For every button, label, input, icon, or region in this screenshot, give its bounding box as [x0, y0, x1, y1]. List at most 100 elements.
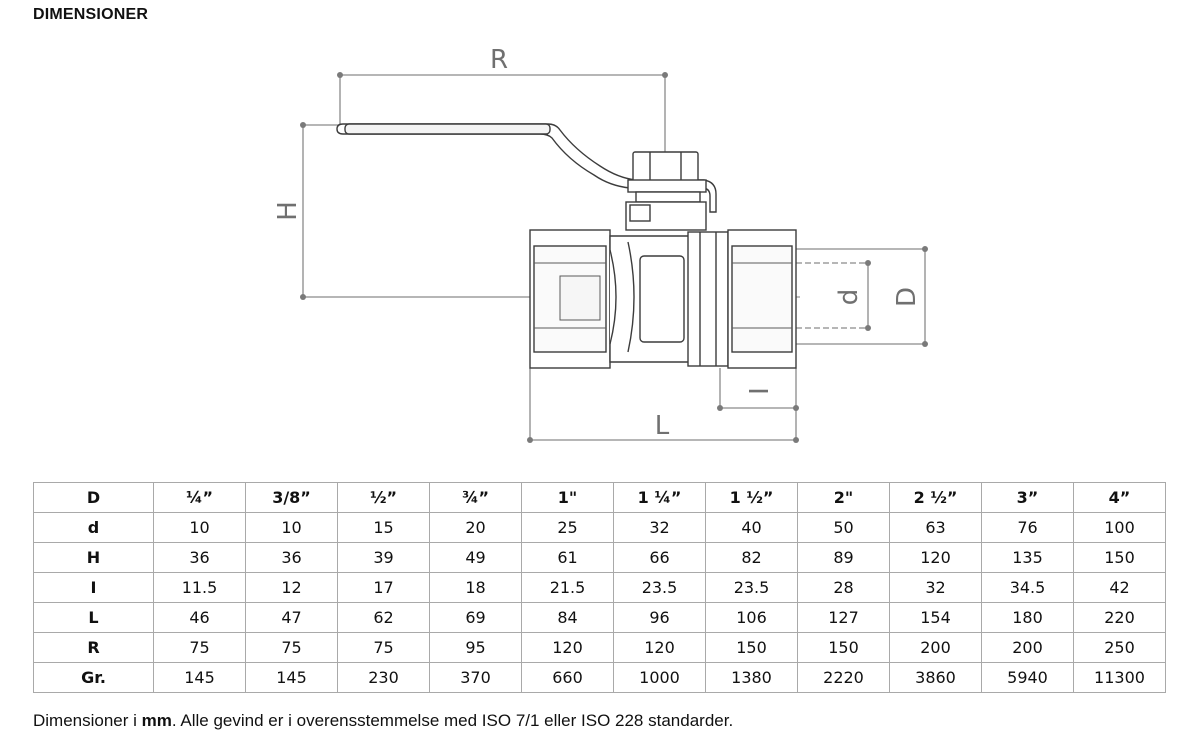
- table-cell: 50: [797, 512, 890, 543]
- header-cell: ¼”: [153, 482, 246, 513]
- table-cell: 220: [1073, 602, 1166, 633]
- table-cell: 127: [797, 602, 890, 633]
- table-cell: 150: [797, 632, 890, 663]
- table-cell: 63: [889, 512, 982, 543]
- table-cell: 106: [705, 602, 798, 633]
- table-cell: 250: [1073, 632, 1166, 663]
- table-cell: 32: [613, 512, 706, 543]
- header-cell: ½”: [337, 482, 430, 513]
- table-cell: 1000: [613, 662, 706, 693]
- table-cell: 49: [429, 542, 522, 573]
- table-row: Gr. 145 145 230 370 660 1000 1380 2220 3…: [33, 662, 1166, 693]
- table-cell: 75: [245, 632, 338, 663]
- table-cell: 180: [981, 602, 1074, 633]
- header-cell: 2": [797, 482, 890, 513]
- header-cell: 1": [521, 482, 614, 513]
- row-label: d: [33, 512, 154, 543]
- table-header-row: D ¼” 3/8” ½” ¾” 1" 1 ¼” 1 ½” 2" 2 ½” 3” …: [33, 482, 1166, 513]
- table-cell: 145: [245, 662, 338, 693]
- table-cell: 18: [429, 572, 522, 603]
- table-cell: 95: [429, 632, 522, 663]
- table-cell: 12: [245, 572, 338, 603]
- table-cell: 28: [797, 572, 890, 603]
- table-cell: 15: [337, 512, 430, 543]
- table-cell: 200: [981, 632, 1074, 663]
- table-cell: 25: [521, 512, 614, 543]
- table-cell: 150: [705, 632, 798, 663]
- header-cell: D: [33, 482, 154, 513]
- table-cell: 20: [429, 512, 522, 543]
- header-cell: 4”: [1073, 482, 1166, 513]
- table-cell: 120: [613, 632, 706, 663]
- table-cell: 75: [337, 632, 430, 663]
- table-cell: 135: [981, 542, 1074, 573]
- table-cell: 10: [245, 512, 338, 543]
- table-row: L 46 47 62 69 84 96 106 127 154 180 220: [33, 602, 1166, 633]
- label-H: H: [273, 201, 303, 221]
- table-cell: 100: [1073, 512, 1166, 543]
- page-heading: DIMENSIONER: [33, 6, 149, 23]
- table-cell: 82: [705, 542, 798, 573]
- footnote: Dimensioner i mm. Alle gevind er i overe…: [33, 711, 733, 731]
- table-row: I 11.5 12 17 18 21.5 23.5 23.5 28 32 34.…: [33, 572, 1166, 603]
- table-cell: 42: [1073, 572, 1166, 603]
- label-I: I: [745, 387, 775, 395]
- table-cell: 200: [889, 632, 982, 663]
- row-label: L: [33, 602, 154, 633]
- table-cell: 17: [337, 572, 430, 603]
- table-cell: 370: [429, 662, 522, 693]
- table-cell: 36: [245, 542, 338, 573]
- table-cell: 150: [1073, 542, 1166, 573]
- table-cell: 11300: [1073, 662, 1166, 693]
- table-cell: 21.5: [521, 572, 614, 603]
- valve-drawing: R H d D I L: [273, 45, 928, 443]
- table-cell: 5940: [981, 662, 1074, 693]
- table-cell: 46: [153, 602, 246, 633]
- table-cell: 154: [889, 602, 982, 633]
- dimensions-table: D ¼” 3/8” ½” ¾” 1" 1 ¼” 1 ½” 2" 2 ½” 3” …: [33, 482, 1166, 693]
- table-cell: 39: [337, 542, 430, 573]
- table-cell: 84: [521, 602, 614, 633]
- label-R: R: [490, 45, 508, 75]
- table-cell: 61: [521, 542, 614, 573]
- table-row: H 36 36 39 49 61 66 82 89 120 135 150: [33, 542, 1166, 573]
- table-cell: 36: [153, 542, 246, 573]
- table-cell: 75: [153, 632, 246, 663]
- table-cell: 230: [337, 662, 430, 693]
- row-label: H: [33, 542, 154, 573]
- table-cell: 145: [153, 662, 246, 693]
- table-row: R 75 75 75 95 120 120 150 150 200 200 25…: [33, 632, 1166, 663]
- table-cell: 23.5: [613, 572, 706, 603]
- table-cell: 40: [705, 512, 798, 543]
- table-cell: 120: [889, 542, 982, 573]
- table-cell: 2220: [797, 662, 890, 693]
- table-cell: 69: [429, 602, 522, 633]
- label-d: d: [834, 289, 864, 306]
- header-cell: 1 ½”: [705, 482, 798, 513]
- table-cell: 76: [981, 512, 1074, 543]
- table-cell: 120: [521, 632, 614, 663]
- header-cell: 3/8”: [245, 482, 338, 513]
- header-cell: ¾”: [429, 482, 522, 513]
- footnote-unit: mm: [141, 711, 172, 730]
- footnote-suffix: . Alle gevind er i overensstemmelse med …: [171, 711, 734, 730]
- row-label: R: [33, 632, 154, 663]
- row-label: I: [33, 572, 154, 603]
- header-cell: 2 ½”: [889, 482, 982, 513]
- table-cell: 47: [245, 602, 338, 633]
- table-cell: 32: [889, 572, 982, 603]
- row-label: Gr.: [33, 662, 154, 693]
- table-cell: 3860: [889, 662, 982, 693]
- table-cell: 1380: [705, 662, 798, 693]
- header-cell: 3”: [981, 482, 1074, 513]
- table-cell: 66: [613, 542, 706, 573]
- table-cell: 11.5: [153, 572, 246, 603]
- label-L: L: [655, 411, 670, 441]
- footnote-prefix: Dimensioner i: [33, 711, 142, 730]
- label-D: D: [892, 287, 922, 307]
- table-cell: 10: [153, 512, 246, 543]
- table-cell: 23.5: [705, 572, 798, 603]
- table-row: d 10 10 15 20 25 32 40 50 63 76 100: [33, 512, 1166, 543]
- table-cell: 660: [521, 662, 614, 693]
- table-cell: 34.5: [981, 572, 1074, 603]
